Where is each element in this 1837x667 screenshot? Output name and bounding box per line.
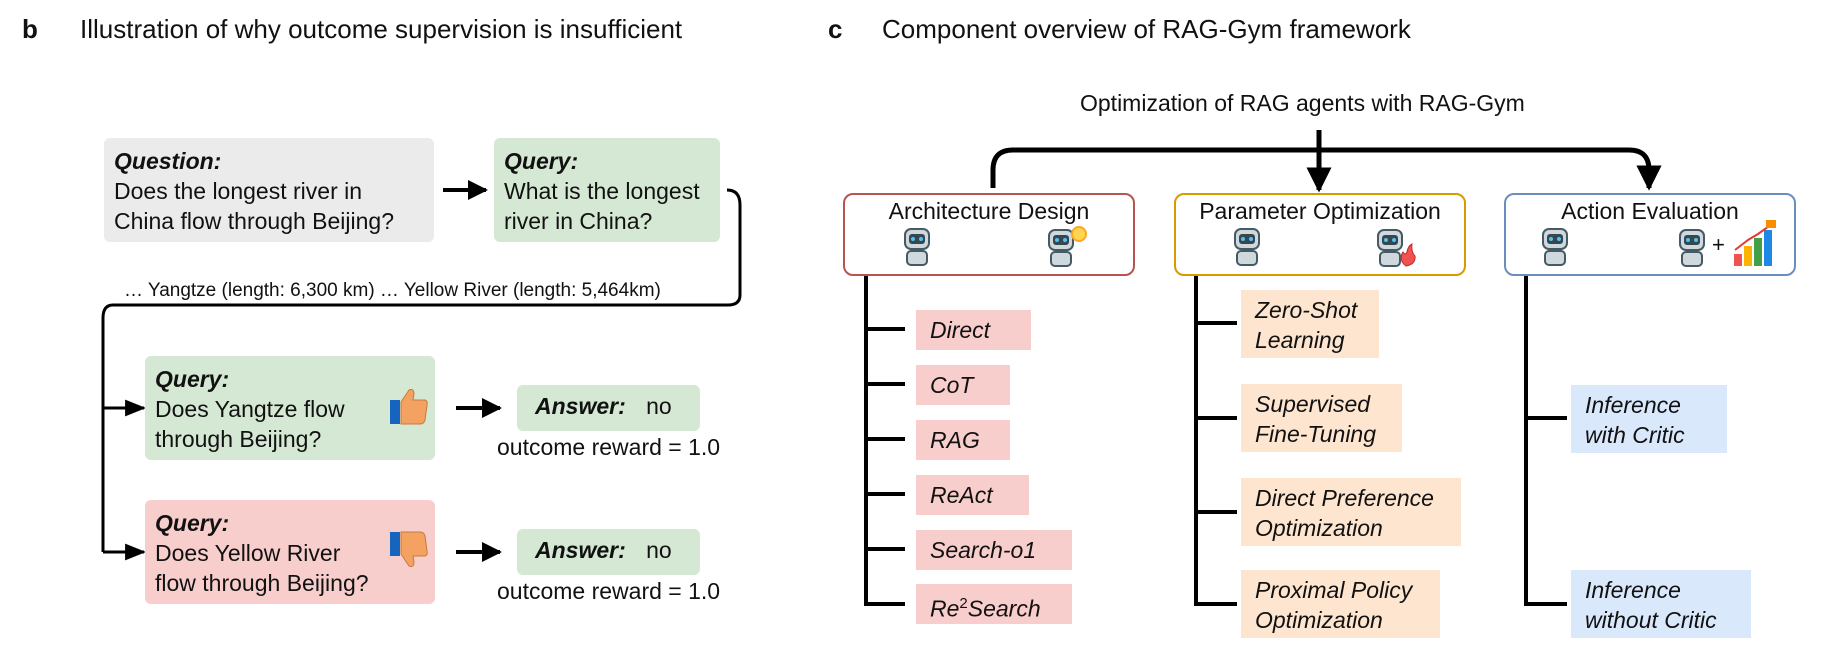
answer1-reward: outcome reward = 1.0 xyxy=(497,434,721,460)
method-inference-without-critic: Inference without Critic xyxy=(1571,570,1751,638)
method-search-o1: Search-o1 xyxy=(916,530,1072,570)
method-dpo: Direct Preference Optimization xyxy=(1241,478,1461,546)
parameter-optimization-title: Parameter Optimization xyxy=(1199,198,1441,224)
action-evaluation-title: Action Evaluation xyxy=(1561,198,1739,224)
method-inference-with-critic: Inference with Critic xyxy=(1571,385,1727,453)
root-label: Optimization of RAG agents with RAG-Gym xyxy=(1080,90,1525,116)
method-line: Learning xyxy=(1255,327,1345,353)
method-rag: RAG xyxy=(916,420,1010,460)
method-zero-shot: Zero-Shot Learning xyxy=(1241,290,1379,358)
root-branches xyxy=(990,147,1662,191)
query-yangtze-label: Query: xyxy=(155,366,230,392)
answer1-value: no xyxy=(646,393,672,419)
question-box: Question: Does the longest river in Chin… xyxy=(104,138,434,242)
robot-icon xyxy=(1234,228,1260,266)
plus-sign: + xyxy=(1712,232,1725,257)
query-box-top: Query: What is the longest river in Chin… xyxy=(494,138,720,242)
method-line: Inference xyxy=(1585,392,1681,418)
method-ppo: Proximal Policy Optimization xyxy=(1241,570,1440,638)
method-direct: Direct xyxy=(916,310,1031,350)
re2search-suffix: Search xyxy=(967,595,1041,622)
answer-box-2: Answer: no xyxy=(517,529,700,575)
method-line: Optimization xyxy=(1255,607,1383,633)
answer2-label: Answer: xyxy=(535,537,626,563)
re2search-prefix: Re xyxy=(930,595,960,622)
method-line: Inference xyxy=(1585,577,1681,603)
growth-chart-icon xyxy=(1734,220,1776,266)
thumbs-up-icon xyxy=(390,389,428,425)
question-line1: Does the longest river in xyxy=(114,178,363,204)
architecture-design-title: Architecture Design xyxy=(888,198,1090,224)
query-box-yangtze: Query: Does Yangtze flow through Beijing… xyxy=(145,356,435,460)
panel-b-title: Illustration of why outcome supervision … xyxy=(80,14,683,44)
method-line: Zero-Shot xyxy=(1255,297,1358,323)
question-label: Question: xyxy=(114,148,222,174)
retrieval-connector xyxy=(101,188,742,552)
query-yangtze-line1: Does Yangtze flow xyxy=(155,396,345,422)
method-sft: Supervised Fine-Tuning xyxy=(1241,384,1402,452)
method-line: Optimization xyxy=(1255,515,1383,541)
method-line: Proximal Policy xyxy=(1255,577,1413,603)
answer2-reward: outcome reward = 1.0 xyxy=(497,578,721,604)
panel-c-title: Component overview of RAG-Gym framework xyxy=(882,14,1411,44)
method-line: without Critic xyxy=(1585,607,1717,633)
thumbs-down-icon xyxy=(390,531,428,567)
method-line: Direct Preference xyxy=(1255,485,1434,511)
method-line: with Critic xyxy=(1585,422,1685,448)
panel-b-letter: b xyxy=(22,14,38,44)
query-yellow-line1: Does Yellow River xyxy=(155,540,341,566)
answer1-label: Answer: xyxy=(535,393,626,419)
robot-icon xyxy=(1679,229,1705,267)
robot-icon xyxy=(1542,228,1568,266)
panel-c-letter: c xyxy=(828,14,843,44)
query-yellow-line2: flow through Beijing? xyxy=(155,570,369,596)
robot-icon xyxy=(904,228,930,266)
robot-idea-icon xyxy=(1048,226,1087,267)
method-cot: CoT xyxy=(916,365,1010,405)
answer2-value: no xyxy=(646,537,672,563)
query-top-line1: What is the longest xyxy=(504,178,700,204)
query-top-line2: river in China? xyxy=(504,208,653,234)
robot-fire-icon xyxy=(1377,229,1416,267)
parameter-optimization-box: Parameter Optimization xyxy=(1174,193,1466,276)
method-line: Supervised xyxy=(1255,391,1371,417)
query-yellow-label: Query: xyxy=(155,510,230,536)
retrieval-text: … Yangtze (length: 6,300 km) … Yellow Ri… xyxy=(124,280,661,301)
re2search-sup: 2 xyxy=(959,595,968,612)
query-top-label: Query: xyxy=(504,148,579,174)
query-box-yellow: Query: Does Yellow River flow through Be… xyxy=(145,500,435,604)
answer-box-1: Answer: no xyxy=(517,385,700,431)
query-yangtze-line2: through Beijing? xyxy=(155,426,322,452)
architecture-design-box: Architecture Design xyxy=(843,193,1135,276)
method-react: ReAct xyxy=(916,475,1029,515)
method-re2search: Re2Search xyxy=(916,584,1072,624)
question-line2: China flow through Beijing? xyxy=(114,208,395,234)
method-line: Fine-Tuning xyxy=(1255,421,1377,447)
